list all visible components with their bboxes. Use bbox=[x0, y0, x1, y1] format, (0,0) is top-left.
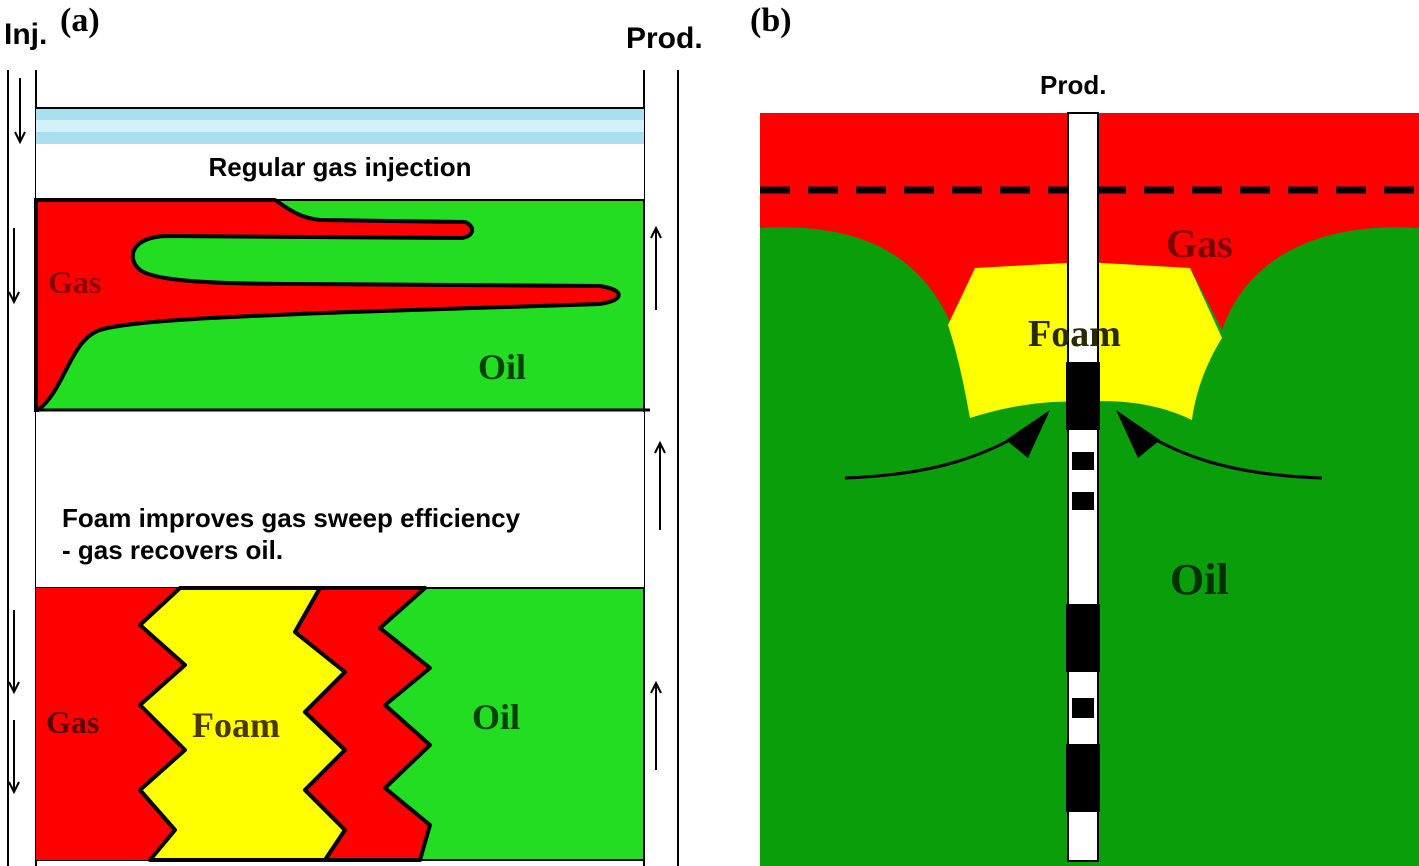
caption-foam-line2: - gas recovers oil. bbox=[62, 535, 284, 565]
gas-front-2 bbox=[36, 588, 185, 860]
panel-b-label: (b) bbox=[750, 2, 792, 39]
gas-front-3 bbox=[293, 586, 432, 862]
label-oil-b: Oil bbox=[1170, 555, 1229, 604]
producer-label-a: Prod. bbox=[626, 22, 703, 55]
injector-flow-arrows bbox=[8, 78, 26, 795]
injector-label: Inj. bbox=[4, 18, 48, 51]
well-perforations bbox=[1066, 362, 1100, 812]
panel-a bbox=[7, 70, 679, 866]
label-gas-section2: Gas bbox=[46, 704, 100, 740]
caption-box-1 bbox=[36, 144, 644, 200]
caption-foam-line1: Foam improves gas sweep efficiency bbox=[62, 503, 521, 533]
water-layer-highlight bbox=[36, 120, 644, 132]
producer-flow-arrows bbox=[650, 225, 666, 770]
inflow-arrows bbox=[844, 410, 1323, 480]
label-oil-section2: Oil bbox=[472, 697, 521, 737]
label-foam-section2: Foam bbox=[192, 705, 280, 745]
label-foam-b: Foam bbox=[1028, 313, 1121, 355]
label-oil-section1: Oil bbox=[478, 347, 527, 387]
label-gas-section1: Gas bbox=[48, 264, 102, 300]
caption-regular-gas-injection: Regular gas injection bbox=[208, 152, 472, 182]
gas-fingers bbox=[34, 198, 621, 412]
caption-box-2 bbox=[36, 412, 644, 588]
panel-a-label: (a) bbox=[60, 2, 100, 39]
producer-well-b bbox=[1067, 112, 1099, 862]
producer-label-b: Prod. bbox=[1040, 70, 1107, 100]
label-gas-b: Gas bbox=[1166, 221, 1233, 266]
caption-foam-improves: Foam improves gas sweep efficiency - gas… bbox=[62, 502, 520, 566]
panel-b bbox=[760, 112, 1419, 866]
